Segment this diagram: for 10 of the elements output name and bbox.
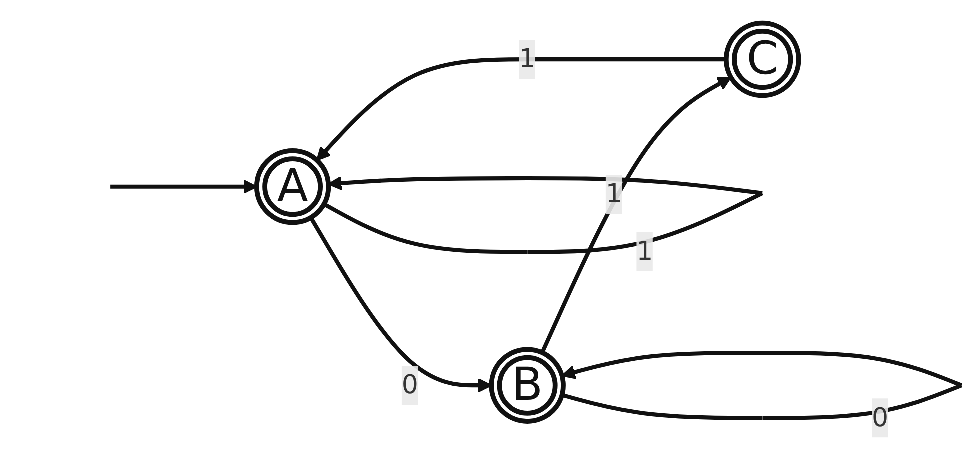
edge-label: 1 bbox=[606, 178, 622, 210]
arrow bbox=[562, 351, 962, 388]
node-circle: B bbox=[489, 347, 566, 424]
node-circle: C bbox=[724, 20, 802, 98]
edge-label: 1 bbox=[636, 236, 654, 267]
edge-label: 0 bbox=[872, 402, 889, 433]
node-circle: A bbox=[254, 148, 332, 226]
edge-label: 1 bbox=[519, 43, 536, 74]
arrow bbox=[540, 76, 732, 354]
edge-label: 0 bbox=[402, 369, 418, 400]
